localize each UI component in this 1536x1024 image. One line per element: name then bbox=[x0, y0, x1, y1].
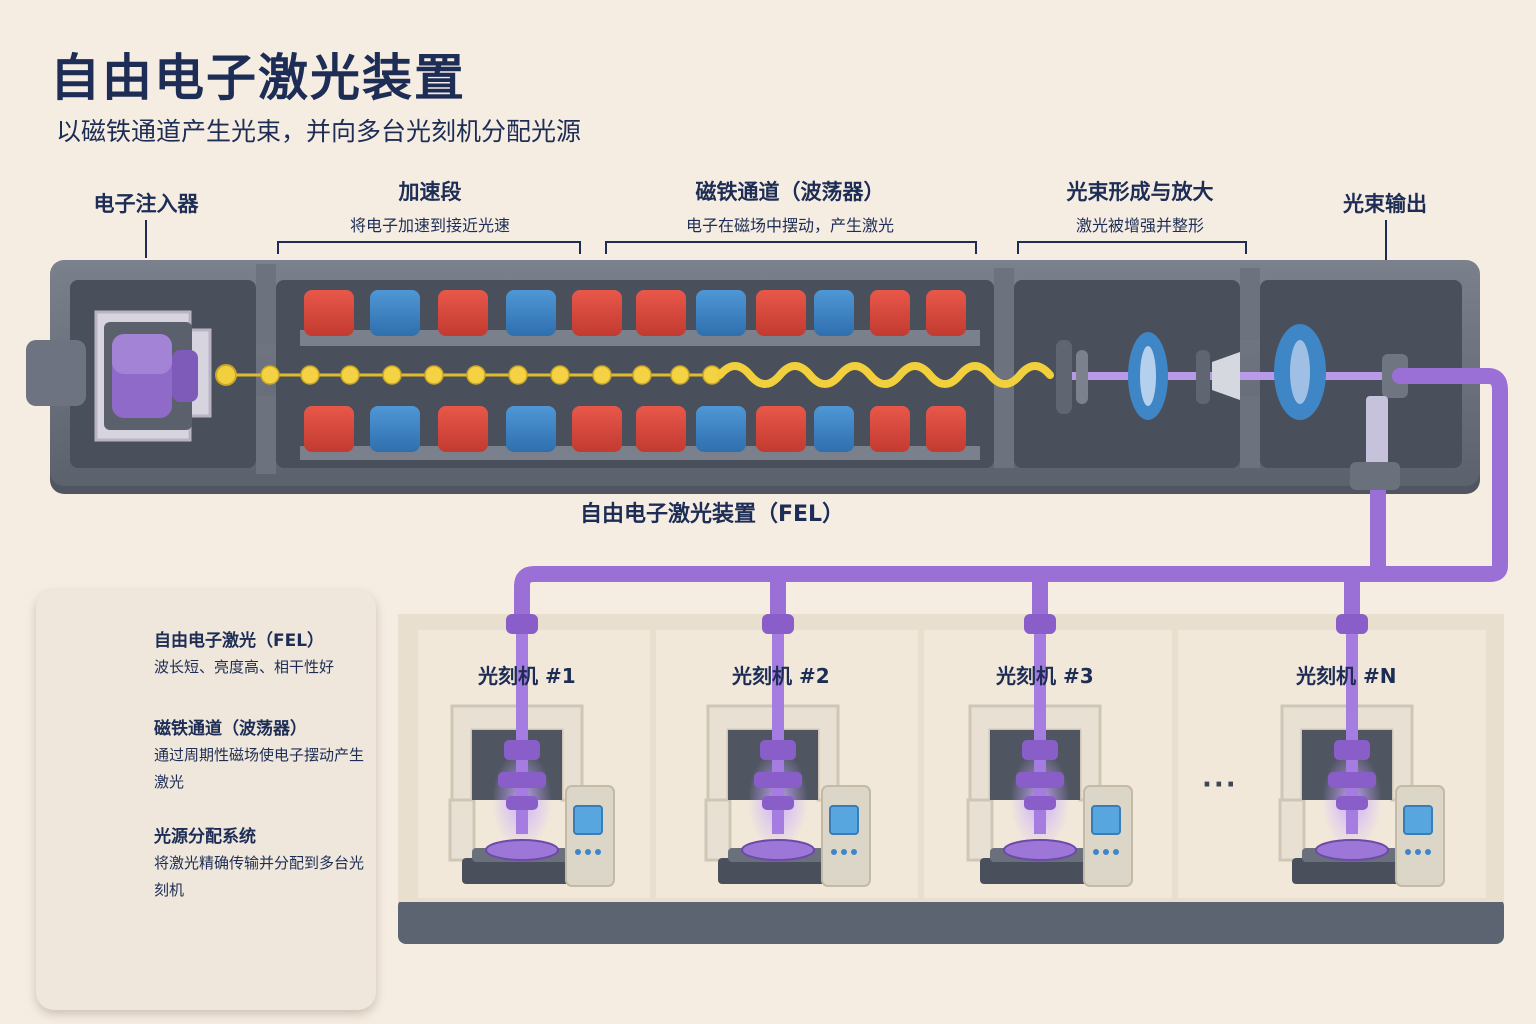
section-accelerator-title: 加速段 bbox=[398, 180, 462, 204]
lithography-machine-1 bbox=[448, 614, 615, 887]
section-output: 光束输出 bbox=[1320, 188, 1450, 218]
fel-caption: 自由电子激光装置（FEL） bbox=[580, 502, 845, 527]
legend-magnet-text: 通过周期性磁场使电子摆动产生激光 bbox=[154, 746, 365, 791]
electron-injector bbox=[26, 310, 212, 442]
section-brackets bbox=[145, 220, 1387, 262]
legend-distribution-text: 将激光精确传输并分配到多台光刻机 bbox=[154, 854, 365, 899]
section-accelerator: 加速段 将电子加速到接近光速 bbox=[330, 176, 530, 236]
legend-fel-text: 波长短、亮度高、相干性好 bbox=[154, 658, 335, 676]
section-undulator: 磁铁通道（波荡器） 电子在磁场中摆动，产生激光 bbox=[630, 176, 950, 236]
lithography-machine-2 bbox=[704, 614, 871, 887]
electron-beam bbox=[215, 362, 1054, 388]
undulator-magnets-bottom bbox=[300, 406, 980, 460]
station-label-n: 光刻机 #N bbox=[1296, 664, 1397, 688]
beam-optics bbox=[1056, 324, 1408, 420]
lithography-machine-3 bbox=[966, 614, 1133, 887]
section-undulator-desc: 电子在磁场中摆动，产生激光 bbox=[685, 216, 894, 235]
station-label-2: 光刻机 #2 bbox=[732, 664, 830, 688]
station-label-3: 光刻机 #3 bbox=[996, 664, 1094, 688]
section-injector-title: 电子注入器 bbox=[93, 192, 199, 216]
section-injector: 电子注入器 bbox=[66, 188, 226, 218]
laser-distribution bbox=[514, 368, 1508, 648]
undulator-magnets-top bbox=[300, 290, 980, 346]
page-subtitle: 以磁铁通道产生光束，并向多台光刻机分配光源 bbox=[56, 117, 582, 146]
section-amplifier-desc: 激光被增强并整形 bbox=[1075, 216, 1204, 235]
section-accelerator-desc: 将电子加速到接近光速 bbox=[349, 216, 510, 235]
more-stations-indicator: ··· bbox=[1202, 770, 1238, 800]
page-title: 自由电子激光装置 bbox=[50, 49, 466, 107]
legend-panel: 自由电子激光（FEL） 波长短、亮度高、相干性好 磁铁通道（波荡器） 通过周期性… bbox=[36, 590, 376, 1010]
station-label-1: 光刻机 #1 bbox=[478, 664, 576, 688]
section-amplifier: 光束形成与放大 激光被增强并整形 bbox=[1030, 176, 1250, 236]
output-splitter bbox=[1366, 396, 1388, 466]
lithography-machine-4 bbox=[1278, 614, 1445, 887]
lithography-stations bbox=[448, 614, 1445, 887]
legend-magnet-title: 磁铁通道（波荡器） bbox=[154, 719, 307, 739]
section-undulator-title: 磁铁通道（波荡器） bbox=[695, 180, 885, 204]
section-amplifier-title: 光束形成与放大 bbox=[1066, 180, 1214, 204]
legend-distribution-title: 光源分配系统 bbox=[154, 827, 256, 847]
legend-fel-title: 自由电子激光（FEL） bbox=[154, 631, 325, 651]
section-output-title: 光束输出 bbox=[1343, 192, 1427, 216]
